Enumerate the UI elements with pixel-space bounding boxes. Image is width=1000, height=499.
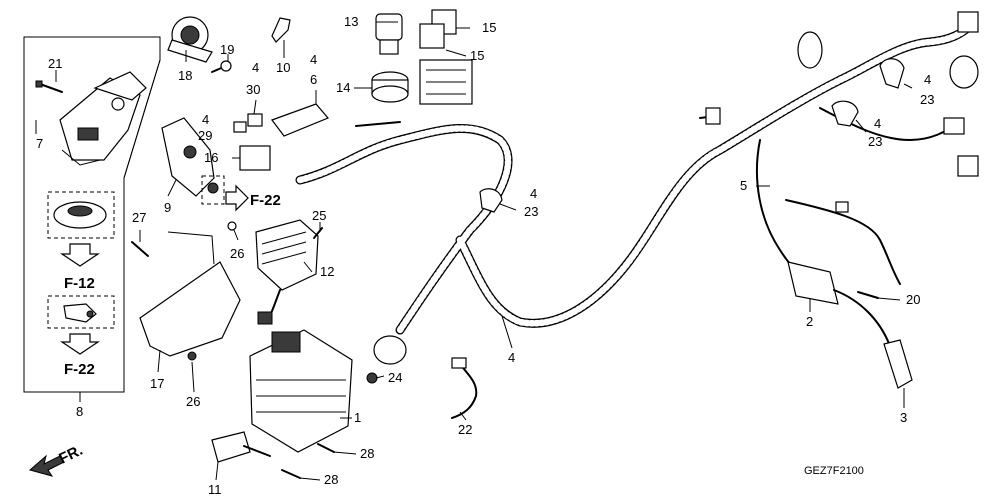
connector-30 xyxy=(247,113,263,127)
clamp-23c xyxy=(479,188,503,213)
ignition-coil xyxy=(787,261,891,347)
sub-harness-22 xyxy=(451,357,478,419)
callout-12: 12 xyxy=(320,264,334,279)
bolt-24 xyxy=(366,372,378,384)
connector-11 xyxy=(211,431,271,463)
callout-19: 19 xyxy=(220,42,234,57)
key-cylinder-cap xyxy=(47,191,115,239)
callout-8: 8 xyxy=(76,404,83,419)
callout-27: 27 xyxy=(132,210,146,225)
callout-26a: 26 xyxy=(230,246,244,261)
callout-4d: 4 xyxy=(530,186,537,201)
bolt-26b xyxy=(187,351,197,361)
callout-4c: 4 xyxy=(202,112,209,127)
callout-24: 24 xyxy=(388,370,402,385)
bolt-28b xyxy=(281,469,301,479)
ignition-screw xyxy=(35,80,63,93)
callout-15b: 15 xyxy=(470,48,484,63)
relay-bracket-9 xyxy=(161,117,215,197)
callout-11: 11 xyxy=(208,482,222,497)
key-blank xyxy=(47,295,115,329)
ecu-unit xyxy=(249,329,353,453)
bolt-25 xyxy=(313,227,323,239)
sub-harness-5 xyxy=(755,139,901,285)
callout-2: 2 xyxy=(806,314,813,329)
relay-15-upper xyxy=(419,9,457,49)
callout-15a: 15 xyxy=(482,20,496,35)
bolt-20 xyxy=(857,291,879,299)
connector-29 xyxy=(233,121,247,133)
callout-3: 3 xyxy=(900,410,907,425)
callout-5: 5 xyxy=(740,178,747,193)
callout-26b: 26 xyxy=(186,394,200,409)
front-direction-arrow: FR. xyxy=(28,442,85,477)
regulator-rectifier xyxy=(255,219,319,325)
callout-28b: 28 xyxy=(324,472,338,487)
leader-lines xyxy=(35,21,913,481)
rubber-cover-14 xyxy=(371,71,409,103)
bracket-6 xyxy=(271,103,329,137)
callout-7: 7 xyxy=(36,136,43,151)
callout-20: 20 xyxy=(906,292,920,307)
bolt-26a xyxy=(227,221,237,231)
callout-30: 30 xyxy=(246,82,260,97)
diagram-code: GEZ7F2100 xyxy=(804,465,864,477)
callout-16: 16 xyxy=(204,150,218,165)
ref-f22-left: F-22 xyxy=(64,361,95,378)
nut-f22-ref xyxy=(201,175,225,205)
fuse-box xyxy=(419,59,473,105)
callout-labels: 21 7 8 18 19 4 30 10 4 6 4 29 16 9 27 26… xyxy=(36,14,934,497)
callout-21: 21 xyxy=(48,56,62,71)
callout-14: 14 xyxy=(336,80,350,95)
callout-23c: 23 xyxy=(524,204,538,219)
clamp-23a xyxy=(879,58,905,89)
arrow-to-f22 xyxy=(225,184,249,212)
relay-16 xyxy=(239,145,271,171)
ref-f22-center: F-22 xyxy=(250,192,281,209)
callout-1: 1 xyxy=(354,410,361,425)
callout-10: 10 xyxy=(276,60,290,75)
callout-4a: 4 xyxy=(252,60,259,75)
callout-4b: 4 xyxy=(310,52,317,67)
main-wire-harness xyxy=(295,11,979,365)
ecu-stay-17 xyxy=(139,231,241,357)
callout-28a: 28 xyxy=(360,446,374,461)
callout-18: 18 xyxy=(178,68,192,83)
callout-6: 6 xyxy=(310,72,317,87)
ignition-switch xyxy=(59,71,147,166)
ref-f12: F-12 xyxy=(64,275,95,292)
clamp-23b xyxy=(831,100,859,127)
relay-13 xyxy=(375,13,403,55)
callout-9: 9 xyxy=(164,200,171,215)
callout-13: 13 xyxy=(344,14,358,29)
ignition-switch-kit-group xyxy=(23,36,161,393)
callout-4g: 4 xyxy=(874,116,881,131)
callout-22: 22 xyxy=(458,422,472,437)
mounting-bolt-19 xyxy=(211,60,232,73)
callout-23a: 23 xyxy=(920,92,934,107)
callout-29: 29 xyxy=(198,128,212,143)
callout-25: 25 xyxy=(312,208,326,223)
horn-buzzer xyxy=(167,16,213,63)
callout-17: 17 xyxy=(150,376,164,391)
callout-4e: 4 xyxy=(508,350,515,365)
harness-clip-10 xyxy=(271,17,291,43)
callout-23b: 23 xyxy=(868,134,882,149)
bolt-28a xyxy=(317,443,335,453)
spark-plug-cap xyxy=(883,339,913,389)
callout-4f: 4 xyxy=(924,72,931,87)
bolt-27 xyxy=(131,241,149,257)
